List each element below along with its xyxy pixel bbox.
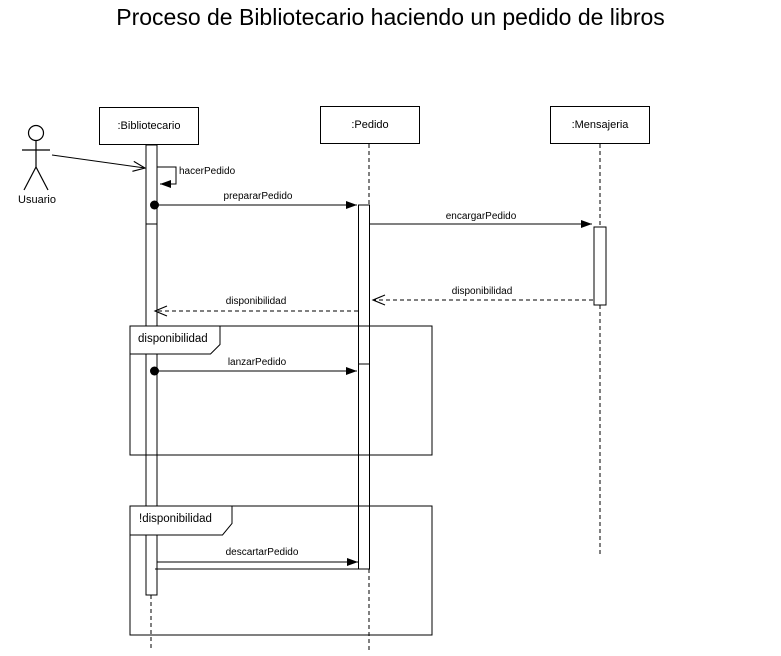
message-label-encargar-pedido: encargarPedido [445,211,517,222]
frame-disponibilidad [129,325,433,456]
interaction-frames [129,325,433,636]
activation-pedido [358,204,370,570]
actor-head [27,124,45,142]
actor-call-arrow [51,154,147,172]
frame-label-disponibilidad: disponibilidad [138,333,208,345]
actor-figure [22,124,50,191]
message-label-disponibilidad-mensajeria: disponibilidad [451,286,513,297]
message-label-lanzar-pedido: lanzarPedido [227,357,287,368]
frame-disponibilidad-tab [129,325,221,355]
arrow-hacer-pedido-self [157,166,177,188]
frame-not-disponibilidad [129,505,433,636]
message-label-descartar-pedido: descartarPedido [225,547,299,558]
lifeline-head-bibliotecario: :Bibliotecario [99,107,199,145]
lifeline-head-bibliotecario-label: :Bibliotecario [117,120,181,132]
actor-label: Usuario [18,194,56,206]
message-label-hacer-pedido: hacerPedido [179,166,236,177]
lifeline-head-pedido: :Pedido [320,106,420,144]
activation-mensajeria [593,226,607,306]
lifeline-dashes [150,144,601,651]
frame-not-disponibilidad-tab [129,505,233,536]
lifeline-head-mensajeria: :Mensajeria [550,106,650,144]
frame-label-not-disponibilidad: !disponibilidad [139,513,212,525]
message-label-disponibilidad-pedido: disponibilidad [225,296,287,307]
lifeline-head-pedido-label: :Pedido [351,119,389,131]
message-label-preparar-pedido: prepararPedido [223,191,293,202]
message-arrows [150,166,593,570]
lifeline-head-mensajeria-label: :Mensajeria [571,119,629,131]
diagram-title: Proceso de Bibliotecario haciendo un ped… [116,4,665,30]
